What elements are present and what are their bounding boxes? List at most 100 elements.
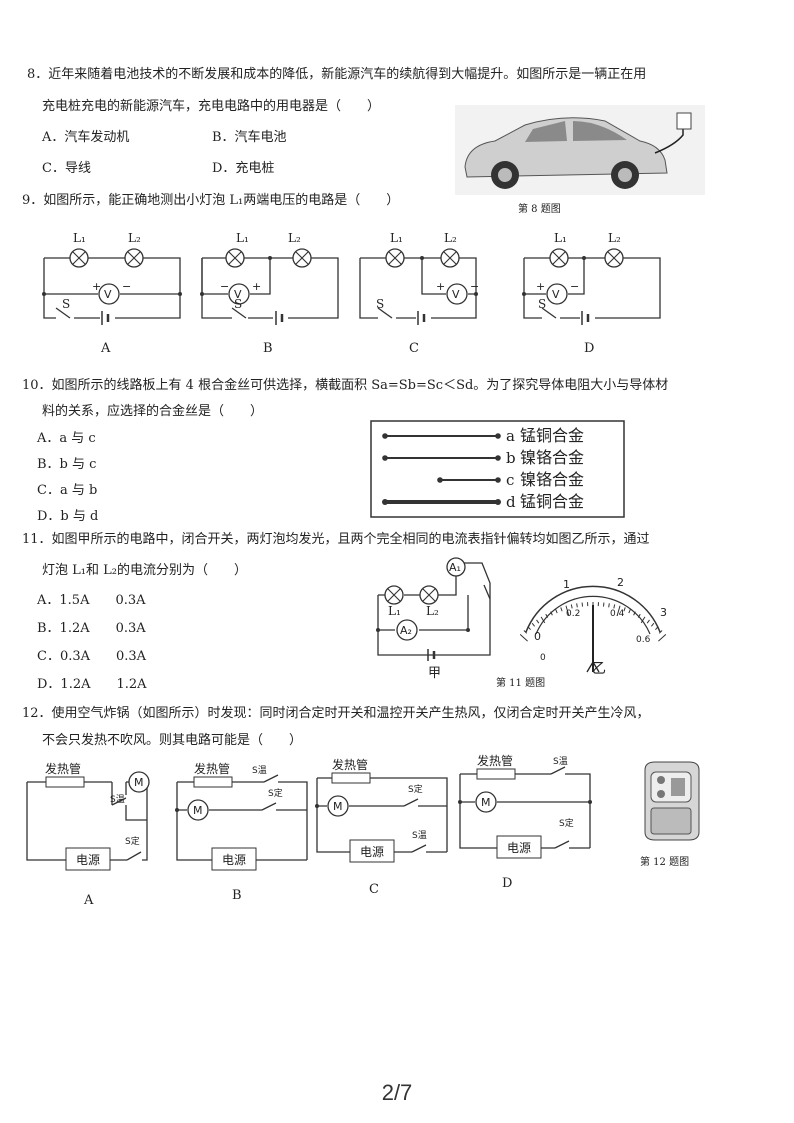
svg-text:0: 0 bbox=[540, 653, 546, 663]
svg-text:0.4: 0.4 bbox=[610, 609, 625, 619]
dial-tick bbox=[646, 619, 650, 624]
q12-circuit-a: 发热管 M S温 电源 S定 bbox=[26, 761, 150, 871]
dial-tick bbox=[628, 609, 631, 614]
q11-ammeter-dial-yi: 0 1 2 3 0 0.2 0.4 0.6 bbox=[519, 576, 667, 673]
q12-stem-line1: 12．使用空气炸锅（如图所示）时发现：同时闭合定时开关和温控开关产生热风，仅闭合… bbox=[22, 706, 650, 721]
q11-stem-line1: 11．如图甲所示的电路中，闭合开关，两灯泡均发光，且两个完全相同的电流表指针偏转… bbox=[22, 532, 650, 547]
svg-text:3: 3 bbox=[660, 606, 667, 619]
q8-stem-line1: 8．近年来随着电池技术的不断发展和成本的降低，新能源汽车的续航得到大幅提升。如图… bbox=[27, 67, 647, 82]
q8-option-d: D．充电桩 bbox=[212, 161, 275, 176]
svg-text:S定: S定 bbox=[268, 787, 283, 799]
q9-circuit-c: V + − L₁ L₂ S bbox=[359, 231, 479, 325]
dial-tick bbox=[608, 603, 610, 608]
q11-circuit-jia: A₁ A₂ L₁ L₂ 甲 bbox=[376, 557, 491, 681]
svg-text:1: 1 bbox=[563, 578, 570, 591]
svg-text:S定: S定 bbox=[125, 835, 140, 847]
svg-text:L₂: L₂ bbox=[608, 231, 621, 245]
q12-label-c: C bbox=[369, 882, 379, 897]
q11-option-d: D．1.2A 1.2A bbox=[37, 677, 147, 692]
q9-circuit-a: V + − L₁ L₂ S bbox=[42, 231, 182, 325]
svg-text:−: − bbox=[122, 280, 131, 293]
svg-text:锰铜合金: 锰铜合金 bbox=[520, 492, 584, 511]
q11-option-c: C．0.3A 0.3A bbox=[37, 649, 147, 664]
svg-text:V: V bbox=[104, 288, 112, 301]
svg-text:L₁: L₁ bbox=[236, 231, 249, 245]
q12-caption: 第 12 题图 bbox=[640, 857, 690, 868]
dial-tick bbox=[565, 605, 570, 616]
q12-circuit-b: 发热管 S温 M S定 电源 bbox=[175, 761, 308, 871]
q9-stem: 9．如图所示，能正确地测出小灯泡 L₁两端电压的电路是（ ） bbox=[22, 193, 400, 208]
svg-text:发热管: 发热管 bbox=[332, 757, 368, 772]
q10-stem-line2: 料的关系，应选择的合金丝是（ ） bbox=[42, 404, 264, 419]
svg-text:L₂: L₂ bbox=[128, 231, 141, 245]
svg-text:S: S bbox=[62, 297, 70, 311]
q9-circuit-b: V − + L₁ L₂ S bbox=[200, 231, 339, 325]
svg-text:发热管: 发热管 bbox=[477, 753, 513, 768]
q10-option-a: A．a 与 c bbox=[37, 431, 96, 446]
svg-text:−: − bbox=[220, 280, 229, 293]
svg-text:V: V bbox=[234, 288, 242, 301]
q8-option-b: B．汽车电池 bbox=[212, 130, 287, 145]
dial-tick bbox=[555, 609, 558, 614]
dial-tick bbox=[616, 605, 621, 616]
svg-text:L₁: L₁ bbox=[73, 231, 86, 245]
svg-text:S温: S温 bbox=[110, 794, 125, 805]
svg-text:2: 2 bbox=[617, 576, 624, 589]
dial-tick bbox=[560, 607, 563, 612]
dial-tick bbox=[655, 626, 659, 631]
q11-option-a: A．1.5A 0.3A bbox=[37, 593, 146, 608]
dial-tick bbox=[633, 611, 636, 616]
dial-tick bbox=[531, 622, 536, 627]
svg-text:电源: 电源 bbox=[76, 853, 100, 867]
dial-tick bbox=[570, 604, 573, 609]
svg-text:V: V bbox=[452, 288, 460, 301]
svg-text:镍铬合金: 镍铬合金 bbox=[520, 470, 584, 489]
svg-text:0: 0 bbox=[534, 630, 541, 643]
svg-text:电源: 电源 bbox=[360, 845, 384, 859]
svg-text:L₁: L₁ bbox=[388, 604, 401, 618]
svg-text:M: M bbox=[134, 776, 144, 789]
q12-circuit-c: 发热管 M S定 电源 S温 bbox=[315, 757, 448, 863]
q11-label-yi: 乙 bbox=[592, 661, 606, 677]
dial-tick bbox=[523, 630, 528, 634]
q10-option-b: B．b 与 c bbox=[37, 457, 97, 472]
q9-label-d: D bbox=[584, 341, 595, 356]
q12-stem-line2: 不会只发热不吹风。则其电路可能是（ ） bbox=[42, 733, 303, 748]
q12-label-b: B bbox=[232, 888, 242, 903]
svg-text:L₂: L₂ bbox=[444, 231, 457, 245]
svg-text:S定: S定 bbox=[408, 783, 423, 795]
svg-text:L₂: L₂ bbox=[288, 231, 301, 245]
dial-tick bbox=[613, 604, 616, 609]
q8-car-figure bbox=[455, 105, 705, 195]
svg-text:S温: S温 bbox=[252, 765, 267, 776]
svg-text:S: S bbox=[234, 297, 242, 311]
dial-tick bbox=[650, 622, 655, 627]
svg-text:发热管: 发热管 bbox=[45, 761, 81, 776]
svg-text:−: − bbox=[470, 280, 479, 293]
svg-text:−: − bbox=[570, 280, 579, 293]
svg-text:M: M bbox=[193, 804, 203, 817]
svg-text:d: d bbox=[506, 493, 516, 511]
q9-circuit-d: V + − L₁ L₂ S bbox=[522, 231, 661, 325]
q8-caption: 第 8 题图 bbox=[518, 204, 561, 215]
q10-stem-line1: 10．如图所示的线路板上有 4 根合金丝可供选择，横截面积 Sa=Sb=Sc＜S… bbox=[22, 378, 669, 393]
q11-caption: 第 11 题图 bbox=[496, 678, 546, 689]
q11-stem-line2: 灯泡 L₁和 L₂的电流分别为（ ） bbox=[42, 563, 247, 578]
svg-text:0.2: 0.2 bbox=[566, 609, 580, 619]
q8-stem-line2: 充电桩充电的新能源汽车，充电电路中的用电器是（ ） bbox=[42, 99, 381, 114]
q11-option-b: B．1.2A 0.3A bbox=[37, 621, 146, 636]
svg-text:+: + bbox=[252, 280, 261, 293]
dial-tick bbox=[540, 616, 546, 624]
svg-text:L₁: L₁ bbox=[390, 231, 403, 245]
svg-text:S: S bbox=[538, 297, 546, 311]
q12-air-fryer-figure bbox=[644, 761, 700, 841]
dial-tick bbox=[527, 626, 531, 631]
svg-text:c: c bbox=[506, 471, 514, 489]
svg-text:M: M bbox=[333, 800, 343, 813]
q12-label-d: D bbox=[502, 876, 513, 891]
svg-text:a: a bbox=[506, 427, 515, 445]
svg-text:S: S bbox=[376, 297, 384, 311]
svg-text:V: V bbox=[552, 288, 560, 301]
svg-text:S定: S定 bbox=[559, 817, 574, 829]
q9-label-c: C bbox=[409, 341, 419, 356]
